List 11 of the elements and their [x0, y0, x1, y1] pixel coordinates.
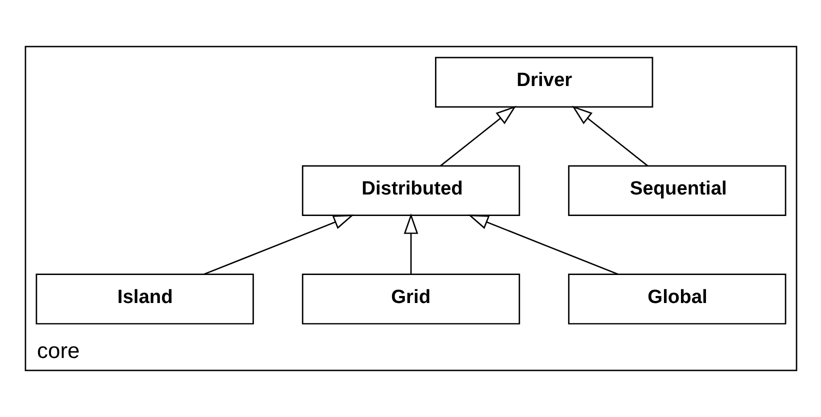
node-box: Island	[35, 274, 254, 324]
arrow	[467, 214, 618, 275]
node-box: Sequential	[568, 165, 786, 216]
arrow	[403, 213, 418, 274]
node-box: Grid	[301, 274, 520, 324]
arrow	[440, 106, 516, 166]
arrow	[203, 214, 354, 275]
node-box: Driver	[434, 56, 653, 108]
node-box: Distributed	[301, 165, 520, 216]
arrow	[571, 106, 648, 166]
node-box: Global	[568, 274, 786, 324]
